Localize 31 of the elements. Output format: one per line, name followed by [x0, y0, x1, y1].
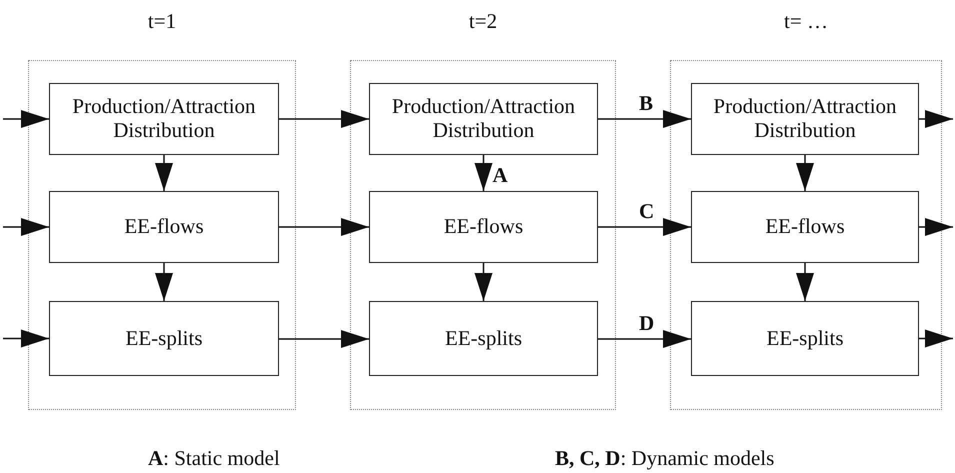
process-box: Production/Attraction Distribution — [49, 83, 279, 155]
arrow — [3, 218, 49, 236]
process-box: EE-flows — [49, 191, 279, 263]
process-box: Production/Attraction Distribution — [369, 83, 598, 155]
arrow — [919, 218, 953, 236]
arrow — [3, 110, 49, 128]
process-box: EE-splits — [369, 301, 598, 376]
arrow — [474, 263, 492, 301]
process-box: Production/Attraction Distribution — [691, 83, 919, 155]
arrow — [796, 263, 814, 301]
arrow — [155, 155, 173, 191]
arrow — [3, 330, 49, 348]
arrow — [598, 330, 691, 348]
arrow — [919, 110, 953, 128]
arrow — [279, 218, 369, 236]
legend-note: A: Static model — [148, 446, 280, 471]
process-box: EE-flows — [369, 191, 598, 263]
time-step-heading: t=2 — [468, 9, 498, 34]
legend-note: B, C, D: Dynamic models — [555, 446, 774, 471]
arrow — [598, 110, 691, 128]
arrow — [474, 155, 492, 191]
arrow — [598, 218, 691, 236]
process-box: EE-splits — [691, 301, 919, 376]
arrow — [279, 110, 369, 128]
arrow — [279, 330, 369, 348]
arrow — [155, 263, 173, 301]
process-box: EE-splits — [49, 301, 279, 376]
process-box: EE-flows — [691, 191, 919, 263]
time-step-heading: t=1 — [148, 9, 176, 34]
arrow — [796, 155, 814, 191]
time-step-heading: t= … — [784, 9, 828, 34]
